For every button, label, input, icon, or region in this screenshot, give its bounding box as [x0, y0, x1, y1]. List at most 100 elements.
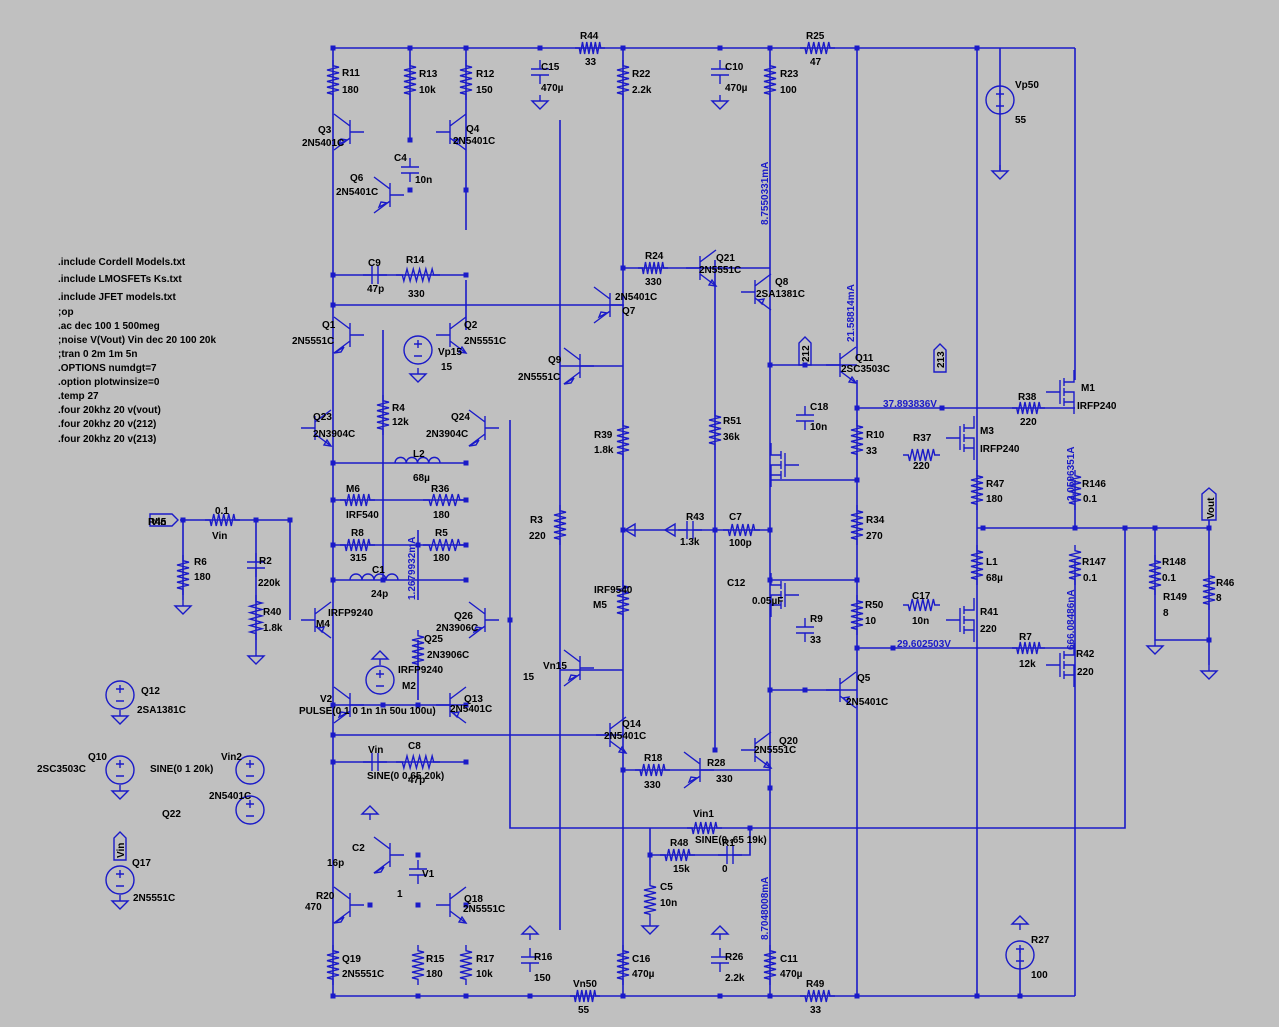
- spice-directive: .four 20khz 20 v(vout): [58, 405, 161, 416]
- ground-symbol: [530, 95, 550, 110]
- voltage-source: [105, 680, 135, 710]
- resistor: [1068, 470, 1082, 510]
- capacitor: [796, 618, 814, 642]
- npn-transistor: [301, 409, 333, 447]
- resistor: [411, 945, 425, 985]
- junction-dot: [620, 45, 626, 51]
- resistor: [616, 945, 630, 985]
- component-label: 2SA1381C: [756, 289, 805, 300]
- ground-symbol: [710, 925, 730, 940]
- component-label: IRF9540: [594, 585, 633, 596]
- junction-dot: [463, 577, 469, 583]
- component-label: R1: [722, 838, 735, 849]
- component-label: PULSE(0 1 0 1n 1n 50u 100u): [299, 706, 436, 717]
- component-label: 270: [866, 531, 883, 542]
- resistor: [396, 266, 440, 284]
- capacitor: [531, 60, 549, 84]
- junction-dot: [330, 993, 336, 999]
- resistor: [247, 595, 265, 640]
- resistor: [903, 448, 940, 462]
- component-label: 47: [810, 57, 822, 68]
- net-flag: [933, 343, 947, 373]
- component-label: 220: [1020, 417, 1037, 428]
- junction-dot: [854, 477, 860, 483]
- net-flag: [1201, 487, 1217, 521]
- component-label: 10: [865, 616, 877, 627]
- component-label: V2: [320, 694, 333, 705]
- resistor: [376, 395, 390, 435]
- junction-dot: [507, 617, 513, 623]
- resistor: [616, 580, 630, 620]
- resistor: [340, 538, 375, 552]
- component-label: Q23: [313, 412, 332, 423]
- junction-dot: [767, 785, 773, 791]
- junction-dot: [1122, 525, 1128, 531]
- component-label: Vp15: [438, 347, 462, 358]
- component-label: C16: [632, 954, 651, 965]
- resistor: [1012, 641, 1045, 655]
- component-label: Q1: [322, 320, 336, 331]
- junction-dot: [330, 759, 336, 765]
- junction-dot: [974, 45, 980, 51]
- pnp-transistor: [333, 113, 364, 151]
- component-label: 2N5401C: [450, 704, 492, 715]
- component-label: 12k: [1019, 659, 1036, 670]
- junction-dot: [854, 405, 860, 411]
- component-label: C9: [368, 258, 381, 269]
- component-label: R5: [435, 528, 448, 539]
- resistor: [687, 821, 722, 835]
- component-label: 33: [585, 57, 597, 68]
- junction-dot: [712, 527, 718, 533]
- voltage-source: [235, 755, 265, 785]
- junction-dot: [407, 187, 413, 193]
- component-label: 2N5401C: [302, 138, 344, 149]
- voltage-source: [1005, 940, 1035, 970]
- component-label: C17: [912, 591, 931, 602]
- junction-dot: [767, 687, 773, 693]
- ground-symbol: [110, 710, 130, 725]
- junction-dot: [1206, 525, 1212, 531]
- junction-dot: [415, 993, 421, 999]
- component-label: R42: [1076, 649, 1095, 660]
- component-label: 15k: [673, 864, 690, 875]
- component-label: 220: [529, 531, 546, 542]
- resistor: [326, 60, 340, 100]
- component-label: 2N5401C: [336, 187, 378, 198]
- component-label: Vn15: [543, 661, 567, 672]
- voltage-source: [985, 85, 1015, 115]
- resistor: [643, 880, 657, 920]
- component-label: 15: [523, 672, 535, 683]
- component-label: 10k: [419, 85, 436, 96]
- component-label: Q19: [342, 954, 361, 965]
- junction-dot: [330, 542, 336, 548]
- component-label: 2.2k: [725, 973, 745, 984]
- npn-transistor: [596, 716, 628, 754]
- component-label: 10n: [912, 616, 929, 627]
- component-label: 180: [426, 969, 443, 980]
- junction-dot: [415, 702, 421, 708]
- component-label: C1: [372, 565, 385, 576]
- junction-dot: [367, 902, 373, 908]
- component-label: 47p: [408, 775, 425, 786]
- junction-dot: [802, 687, 808, 693]
- ground-symbol: [246, 650, 266, 665]
- component-label: R34: [866, 515, 885, 526]
- spice-directive: ;tran 0 2m 1m 5n: [58, 349, 137, 360]
- ground-symbol: [110, 895, 130, 910]
- component-label: IRFP9240: [398, 665, 443, 676]
- component-label: C12: [727, 578, 746, 589]
- component-label: R44: [580, 31, 599, 42]
- junction-dot: [463, 902, 469, 908]
- component-label: Q25: [424, 634, 443, 645]
- component-label: 36k: [723, 432, 740, 443]
- component-label: 33: [866, 446, 878, 457]
- pnp-transistor: [593, 286, 624, 324]
- spice-directive: .include LMOSFETs Ks.txt: [58, 274, 182, 285]
- component-label: R149: [1163, 592, 1187, 603]
- net-flag-label: 212: [801, 345, 812, 362]
- component-label: 47: [0, 0, 12, 3]
- junction-dot: [463, 993, 469, 999]
- junction-dot: [330, 302, 336, 308]
- mosfet: [770, 443, 799, 487]
- junction-dot: [463, 45, 469, 51]
